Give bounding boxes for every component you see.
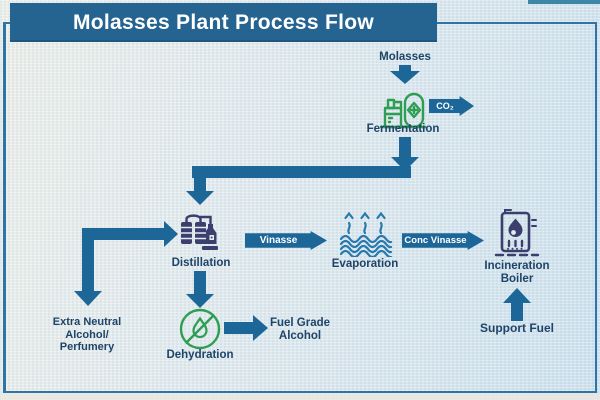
arrow-elbow-down-shaft (194, 177, 206, 191)
vinasse-label: Vinasse (259, 235, 298, 246)
arrow-molasses-to-fermentation (390, 65, 420, 84)
node-label-fuel-grade-alcohol: Fuel Grade Alcohol (269, 317, 331, 343)
node-label-evaporation: Evaporation (331, 258, 399, 270)
arrow-to-extra-neutral-head (74, 291, 102, 306)
arrow-extra-neutral-shaft (82, 228, 94, 291)
arrow-supportfuel-to-boiler-shaft (511, 303, 523, 321)
arrow-distillation-side-shaft (90, 228, 164, 240)
co2-flow-arrow: CO₂ (429, 96, 474, 116)
arrow-dehydration-to-fuelgrade-shaft (224, 322, 253, 334)
arrow-distillation-to-dehydration-shaft (194, 271, 206, 294)
arrow-fermentation-down (391, 137, 419, 171)
incineration-boiler-icon (494, 209, 540, 257)
node-label-extra-neutral-alcohol: Extra Neutral Alcohol/ Perfumery (52, 316, 122, 354)
node-label-distillation: Distillation (171, 257, 231, 269)
top-right-accent-stripe (528, 0, 600, 4)
node-label-fermentation: Fermentation (366, 123, 440, 135)
node-label-dehydration: Dehydration (166, 349, 234, 361)
page-title: Molasses Plant Process Flow (72, 10, 375, 34)
co2-label: CO₂ (436, 101, 454, 111)
conc-vinasse-flow-arrow: Conc Vinasse (402, 231, 484, 250)
title-banner: Molasses Plant Process Flow (10, 3, 437, 42)
node-label-support-fuel: Support Fuel (480, 321, 554, 335)
bottom-margin (0, 393, 600, 400)
arrow-elbow-horizontal-bar (192, 166, 411, 178)
distillation-column-icon (181, 214, 218, 250)
dehydration-no-water-icon (179, 308, 221, 350)
arrow-into-distillation-head (164, 221, 178, 247)
fermenter-icon (379, 92, 427, 129)
arrow-elbow-to-distillation-head (186, 191, 214, 205)
conc-vinasse-label: Conc Vinasse (404, 235, 467, 246)
node-label-incineration-boiler: Incineration Boiler (484, 260, 550, 286)
evaporation-waves-icon (339, 211, 393, 257)
arrow-dehydration-to-fuelgrade-head (253, 315, 268, 341)
node-label-molasses: Molasses (379, 51, 431, 63)
arrow-distillation-to-dehydration-head (186, 294, 214, 308)
vinasse-flow-arrow: Vinasse (245, 231, 327, 250)
arrow-supportfuel-to-boiler-head (503, 288, 531, 303)
